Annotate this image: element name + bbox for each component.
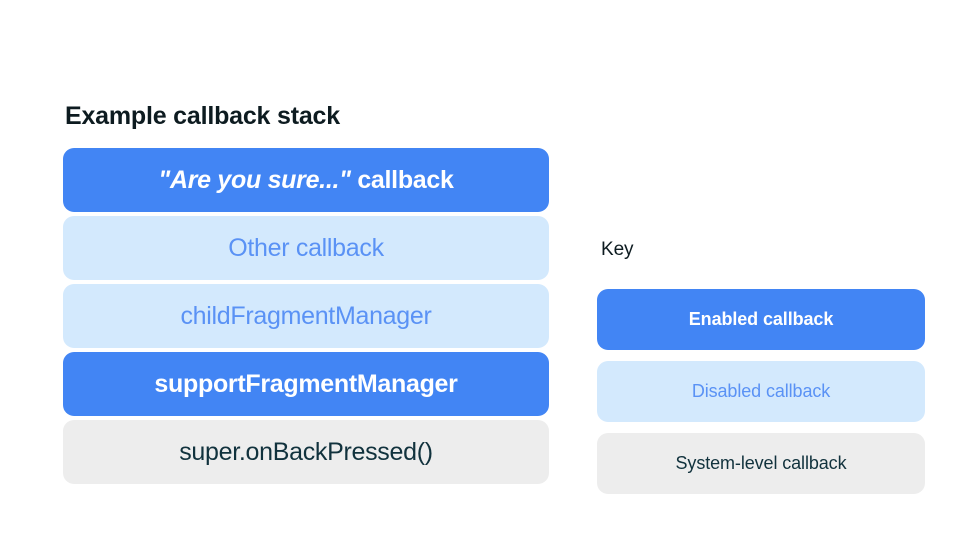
stack-row-label-quoted: "Are you sure..." — [158, 165, 351, 194]
stack-row-support-fragment-manager[interactable]: supportFragmentManager — [63, 352, 549, 416]
callback-stack-list: "Are you sure..." callback Other callbac… — [63, 148, 549, 484]
key-title: Key — [601, 239, 634, 260]
key-item-system-level-callback[interactable]: System-level callback — [597, 433, 925, 494]
stack-row-super-on-back-pressed[interactable]: super.onBackPressed() — [63, 420, 549, 484]
key-item-label: Disabled callback — [691, 381, 831, 402]
key-item-label: System-level callback — [675, 453, 847, 474]
stack-row-label: Other callback — [228, 233, 384, 262]
stack-row-label: "Are you sure..." callback — [158, 165, 454, 195]
stack-row-are-you-sure-callback[interactable]: "Are you sure..." callback — [63, 148, 549, 212]
key-legend-list: Enabled callback Disabled callback Syste… — [597, 289, 925, 494]
key-legend-section: Key Enabled callback Disabled callback S… — [597, 238, 925, 494]
key-item-enabled-callback[interactable]: Enabled callback — [597, 289, 925, 350]
callback-stack-section: Example callback stack "Are you sure..."… — [63, 101, 549, 484]
stack-row-label: supportFragmentManager — [154, 369, 458, 398]
key-item-label: Enabled callback — [688, 309, 834, 330]
key-item-disabled-callback[interactable]: Disabled callback — [597, 361, 925, 422]
stack-row-child-fragment-manager[interactable]: childFragmentManager — [63, 284, 549, 348]
stack-row-label: super.onBackPressed() — [179, 437, 433, 466]
stack-row-label: childFragmentManager — [180, 301, 432, 330]
page-title: Example callback stack — [65, 102, 340, 130]
stack-row-other-callback[interactable]: Other callback — [63, 216, 549, 280]
stack-row-label-plain: callback — [350, 165, 454, 194]
